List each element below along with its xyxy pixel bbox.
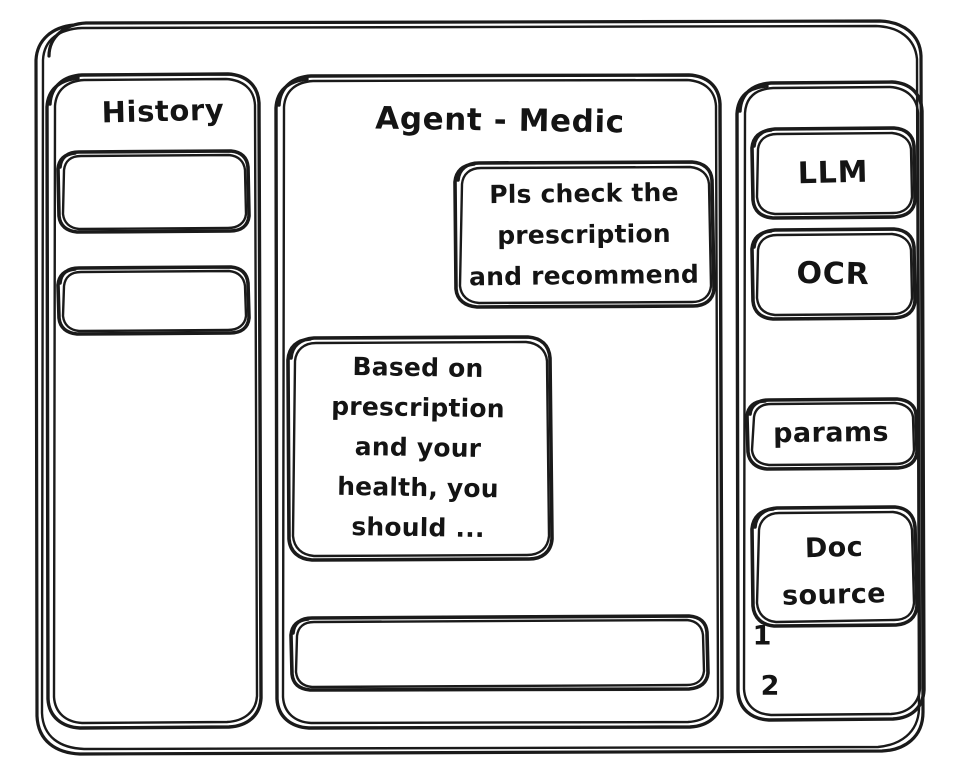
doc-source-list: 1 2 — [753, 621, 780, 702]
message-assistant-line-3: and your — [355, 432, 482, 463]
tool-button-ocr-label: OCR — [796, 256, 870, 292]
doc-source-list-item-2[interactable]: 2 — [761, 671, 780, 702]
history-item-2[interactable] — [56, 265, 251, 336]
agent-panel-title: Agent - Medic — [375, 101, 625, 141]
message-user-line-3: and recommend — [469, 260, 699, 292]
tool-button-llm[interactable]: LLM — [750, 126, 917, 220]
message-user-line-1: Pls check the — [489, 178, 679, 209]
doc-source-line-2: source — [782, 578, 887, 612]
agent-panel: Agent - Medic Pls check the prescription… — [274, 73, 724, 730]
tools-panel: LLM OCR params Doc source 1 2 — [735, 80, 926, 722]
message-assistant-line-2: prescription — [331, 392, 505, 424]
message-assistant-line-4: health, you — [337, 472, 499, 504]
composer-input[interactable] — [289, 614, 710, 692]
history-title: History — [101, 93, 224, 130]
history-item-1[interactable] — [56, 149, 251, 234]
tool-button-llm-label: LLM — [797, 155, 868, 192]
tool-button-params-label: params — [773, 417, 889, 449]
message-bubble-assistant: Based on prescription and your health, y… — [286, 335, 554, 562]
history-panel: History — [45, 72, 263, 730]
app-window-frame — [34, 19, 925, 756]
doc-source-box[interactable]: Doc source — [750, 505, 919, 628]
doc-source-list-item-1[interactable]: 1 — [753, 621, 772, 652]
message-user-line-2: prescription — [497, 219, 671, 250]
message-assistant-line-1: Based on — [352, 352, 483, 383]
doc-source-line-1: Doc — [805, 532, 864, 564]
tool-button-ocr[interactable]: OCR — [750, 227, 917, 321]
message-bubble-user: Pls check the prescription and recommend — [453, 160, 716, 309]
tool-button-params[interactable]: params — [745, 397, 919, 471]
message-assistant-line-5: should ... — [351, 512, 485, 543]
